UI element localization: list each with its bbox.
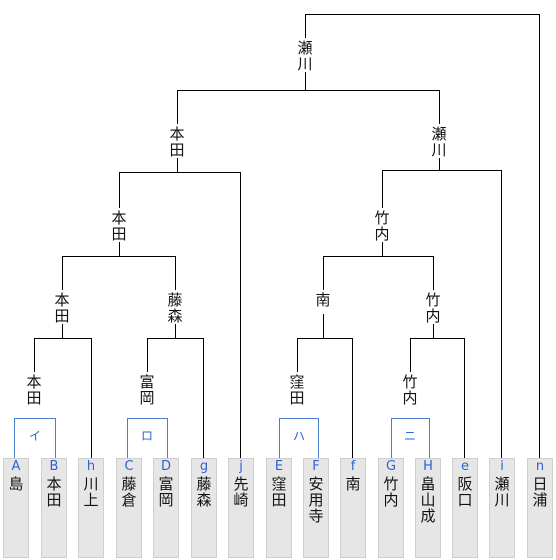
player-column: n 日浦 — [527, 458, 553, 558]
player-letter: n — [535, 459, 545, 474]
player-name: 瀬川 — [494, 475, 510, 509]
player-letter: g — [199, 459, 209, 474]
player-letter: B — [49, 459, 59, 474]
player-letter: e — [461, 459, 469, 474]
r1a-lines — [34, 338, 92, 458]
player-column: F 安用寺 — [303, 458, 329, 558]
winner-r3b: 竹内 — [369, 210, 395, 242]
player-letter: F — [312, 459, 320, 474]
group-box-ro — [127, 418, 168, 458]
player-column: G 竹内 — [378, 458, 404, 558]
r1c-lines — [297, 338, 353, 458]
group-box-lines — [14, 418, 430, 458]
player-column: e 阪口 — [452, 458, 478, 558]
player-column: g 藤森 — [191, 458, 217, 558]
r2c-lines — [323, 256, 434, 290]
group-label-i: イ — [28, 429, 41, 443]
r2a-lines — [62, 256, 176, 290]
group-box-ha — [279, 418, 319, 458]
player-name: 安用寺 — [308, 475, 324, 525]
player-letter: h — [86, 459, 96, 474]
player-column: H 畠山成 — [415, 458, 441, 558]
player-name: 藤倉 — [121, 475, 137, 509]
player-letter: H — [423, 459, 433, 474]
player-name: 畠山成 — [420, 475, 436, 525]
r4-lines — [177, 90, 440, 124]
winner-r1d: 竹内 — [397, 374, 423, 406]
player-column: B 本田 — [41, 458, 67, 558]
winner-r4b: 瀬川 — [426, 126, 452, 158]
player-column: h 川上 — [78, 458, 104, 558]
winner-r1b: 富岡 — [134, 374, 160, 406]
player-name: 島 — [8, 475, 24, 493]
player-name: 藤森 — [196, 475, 212, 509]
player-name: 先崎 — [233, 475, 249, 509]
winner-r2a: 本田 — [49, 292, 75, 324]
player-letter: f — [350, 459, 356, 474]
player-column: f 南 — [340, 458, 366, 558]
r1b-lines — [147, 338, 204, 458]
winner-r1a: 本田 — [21, 374, 47, 406]
player-name: 日浦 — [532, 475, 548, 509]
player-name: 窪田 — [271, 475, 287, 509]
player-letter: D — [160, 459, 171, 474]
player-letter: E — [274, 459, 284, 474]
player-letter: C — [124, 459, 134, 474]
winner-r2c: 南 — [310, 292, 336, 308]
player-name: 南 — [345, 475, 361, 493]
player-column: j 先崎 — [228, 458, 254, 558]
player-letter: i — [500, 459, 504, 474]
group-box-i — [14, 418, 56, 458]
player-letter: A — [11, 459, 21, 474]
winner-r4a: 本田 — [164, 126, 190, 158]
player-name: 竹内 — [383, 475, 399, 509]
player-name: 川上 — [83, 475, 99, 509]
player-letter: j — [239, 459, 243, 474]
group-label-ha: ハ — [292, 429, 305, 443]
winner-r2b: 藤森 — [162, 292, 188, 324]
winner-r2d: 竹内 — [420, 292, 446, 324]
player-name: 富岡 — [158, 475, 174, 509]
player-column: C 藤倉 — [116, 458, 142, 558]
group-box-ni — [391, 418, 430, 458]
player-name: 本田 — [46, 475, 62, 509]
r1d-lines — [410, 338, 465, 458]
player-column: E 窪田 — [266, 458, 292, 558]
winner-r3a: 本田 — [106, 210, 132, 242]
player-column: i 瀬川 — [489, 458, 515, 558]
player-column: A 島 — [3, 458, 29, 558]
group-label-ro: ロ — [140, 429, 153, 443]
player-name: 阪口 — [457, 475, 473, 509]
winner-r1c: 窪田 — [284, 374, 310, 406]
r3a-lines — [119, 172, 241, 458]
final-lines — [305, 14, 540, 458]
group-label-ni: ニ — [403, 429, 416, 443]
player-letter: G — [385, 459, 397, 474]
player-column: D 富岡 — [153, 458, 179, 558]
winner-final: 瀬川 — [292, 40, 318, 72]
r3b-lines — [382, 170, 502, 458]
